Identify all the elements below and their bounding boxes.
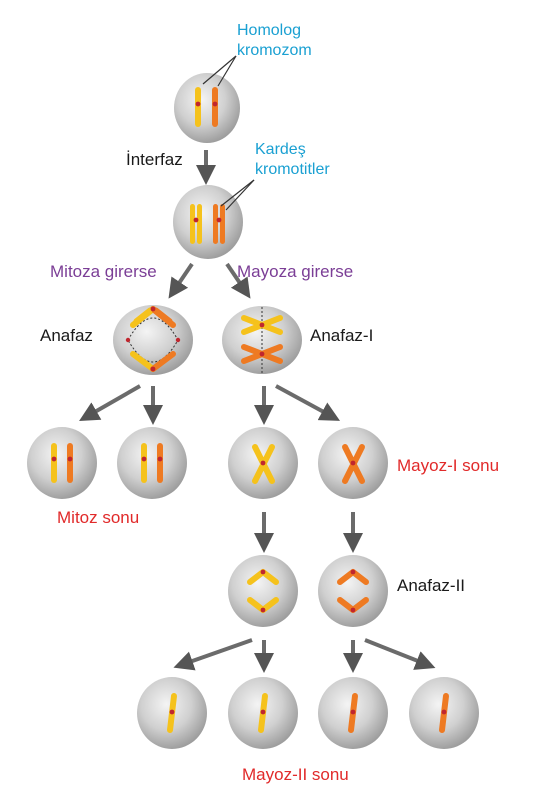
cell-mayoz-2-sonu-4 [409,677,479,749]
label-mitoz-sonu: Mitoz sonu [57,508,140,527]
label-mayoza-girerse: Mayoza girerse [237,262,354,281]
label-anafaz-1: Anafaz-I [310,326,374,345]
cell-mayoz-2-sonu-3 [318,677,388,749]
label-interfaz: İnterfaz [126,150,183,169]
label-mitoza-girerse: Mitoza girerse [50,262,157,281]
cell-kardes [173,185,243,259]
label-anafaz-2: Anafaz-II [397,576,466,595]
pointer-homolog-1 [202,55,237,85]
cell-homolog [174,73,240,143]
cell-mitoz-sonu-1 [27,427,97,499]
label-homolog-line1: Homolog [237,22,302,39]
cell-anafaz-2-yellow [228,555,298,627]
pointer-homolog-2 [217,55,237,87]
arrow-mitosis-left [79,384,141,421]
cell-mayoz-2-sonu-2 [228,677,298,749]
arrow-m2b-right [364,638,436,670]
label-mayoz-2-sonu: Mayoz-II sonu [242,765,349,784]
pointer-kardes-2 [225,179,255,211]
arrow-to-mitosis [168,262,194,299]
pointer-kardes-1 [220,179,255,207]
arrow-meiosis-right [275,384,341,421]
cell-mitoz-sonu-2 [117,427,187,499]
label-kardes-line1: Kardeş [255,141,306,158]
label-kardes-line2: kromotitler [255,161,330,178]
arrow-to-meiosis [225,262,251,299]
cell-mayoz-1-sonu-orange [318,427,388,499]
cell-anafaz-1 [222,306,302,374]
cell-anafaz-2-orange [318,555,388,627]
label-mayoz-1-sonu: Mayoz-I sonu [397,456,500,475]
cell-mayoz-2-sonu-1 [137,677,207,749]
label-homolog-line2: kromozom [237,42,312,59]
arrow-m2a-left [173,638,253,671]
label-anafaz: Anafaz [40,326,93,345]
flow-arrows [79,150,436,673]
pointer-lines [202,55,255,211]
cell-anafaz-mitoz [113,305,193,375]
cell-mayoz-1-sonu-yellow [228,427,298,499]
